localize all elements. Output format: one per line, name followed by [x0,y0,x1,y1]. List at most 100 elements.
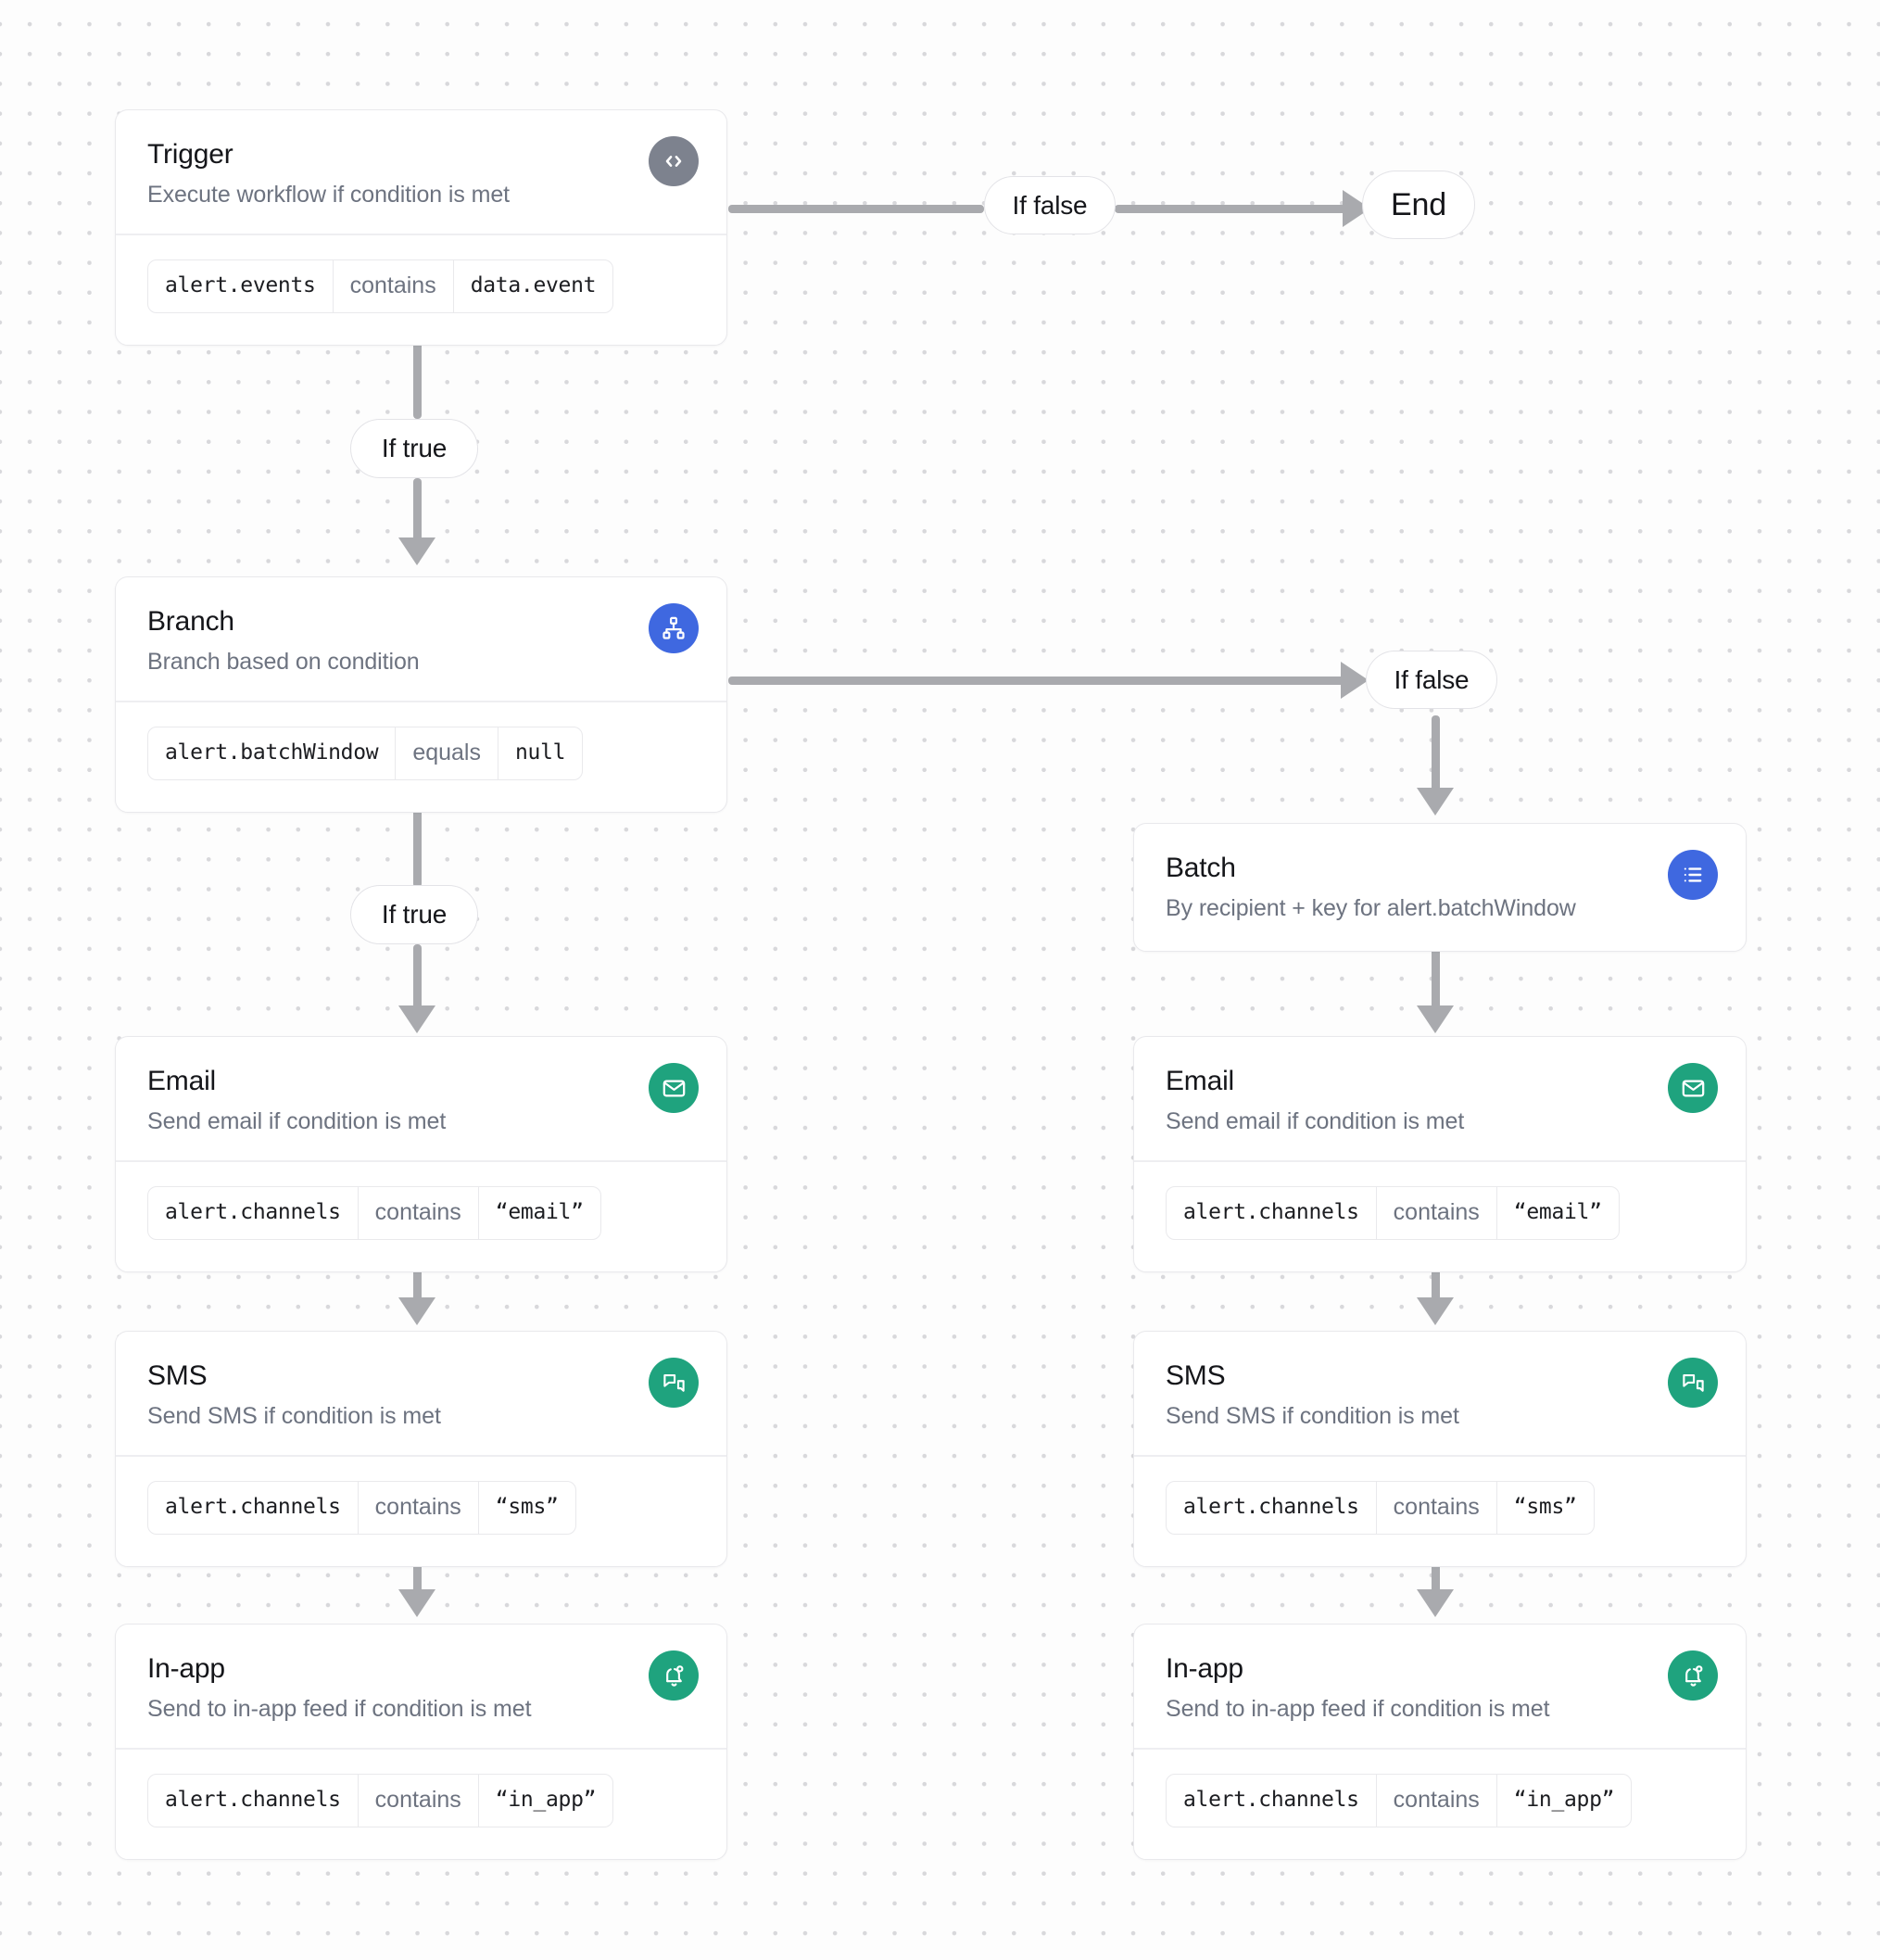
node-card-inapp-left[interactable]: In-app Send to in-app feed if condition … [115,1624,727,1860]
card-body: alert.channels contains “sms” [116,1457,726,1566]
node-card-sms-left[interactable]: SMS Send SMS if condition is met alert.c… [115,1331,727,1567]
arrowhead-to-email-left [398,1005,435,1033]
condition-chip-inapp-left[interactable]: alert.channels contains “in_app” [147,1773,614,1827]
card-divider [116,1160,726,1162]
edge-email-to-sms-left [413,1233,422,1311]
edge-label-text: If false [1012,190,1088,220]
card-title: SMS [1166,1360,1226,1391]
chat-bubbles-icon [649,1358,699,1408]
condition-field: alert.events [165,273,316,298]
card-header: Email Send email if condition is met [1134,1037,1746,1160]
edge-label-text: If true [381,434,448,462]
card-body: alert.channels contains “email” [116,1162,726,1271]
node-card-batch[interactable]: Batch By recipient + key for alert.batch… [1133,823,1747,953]
arrowhead-inapp-right [1417,1589,1454,1617]
node-card-branch[interactable]: Branch Branch based on condition alert.b… [115,576,727,813]
code-brackets-icon [649,136,699,186]
condition-operator: contains [357,1186,479,1239]
card-title: SMS [147,1360,208,1391]
arrowhead-to-email-right [1417,1005,1454,1033]
condition-operator: contains [1375,1774,1497,1827]
card-divider [116,234,726,235]
edge-iftrue-to-branch [413,478,422,552]
edge-label-text: If true [381,900,448,929]
card-divider [1134,1455,1746,1457]
edge-branch-to-iffalse [728,677,1346,685]
card-header: Branch Branch based on condition [116,577,726,701]
condition-chip-branch[interactable]: alert.batchWindow equals null [147,726,584,780]
condition-chip-trigger[interactable]: alert.events contains data.event [147,259,614,313]
condition-field: alert.channels [1183,1788,1359,1813]
card-title: Batch [1166,853,1236,883]
card-subtitle: Send SMS if condition is met [147,1403,441,1429]
node-card-email-left[interactable]: Email Send email if condition is met ale… [115,1036,727,1272]
card-divider [1134,1748,1746,1750]
card-subtitle: Send to in-app feed if condition is met [147,1696,532,1722]
arrowhead-sms-left [398,1297,435,1325]
condition-field: alert.channels [165,1788,341,1813]
condition-value: “email” [495,1200,584,1225]
envelope-icon [649,1063,699,1113]
bell-ring-icon [1668,1650,1718,1701]
condition-chip-inapp-right[interactable]: alert.channels contains “in_app” [1166,1773,1633,1827]
card-subtitle: Branch based on condition [147,649,420,675]
node-card-sms-right[interactable]: SMS Send SMS if condition is met alert.c… [1133,1331,1747,1567]
node-card-email-right[interactable]: Email Send email if condition is met ale… [1133,1036,1747,1272]
edge-trigger-to-iftrue [413,312,422,419]
condition-value: “in_app” [495,1788,597,1813]
edge-batch-to-email [1432,927,1440,1018]
card-subtitle: Send email if condition is met [1166,1108,1465,1134]
condition-value: data.event [470,273,597,298]
edge-email-to-sms-right [1432,1233,1440,1311]
condition-operator: contains [332,259,454,312]
condition-chip-email-right[interactable]: alert.channels contains “email” [1166,1185,1620,1240]
condition-chip-email-left[interactable]: alert.channels contains “email” [147,1185,601,1240]
condition-field: alert.channels [165,1200,341,1225]
condition-chip-sms-left[interactable]: alert.channels contains “sms” [147,1480,576,1535]
sitemap-icon [649,603,699,653]
condition-value: “sms” [1513,1495,1577,1520]
end-node[interactable]: End [1362,171,1475,239]
condition-chip-sms-right[interactable]: alert.channels contains “sms” [1166,1480,1595,1535]
card-header: Trigger Execute workflow if condition is… [116,110,726,234]
condition-field: alert.channels [1183,1495,1359,1520]
card-subtitle: Send to in-app feed if condition is met [1166,1696,1550,1722]
edge-label-trigger-if-false[interactable]: If false [984,176,1116,234]
edge-label-text: If false [1394,664,1470,694]
bell-ring-icon [649,1650,699,1701]
edge-iftrue-to-email [413,944,422,1020]
card-header: Email Send email if condition is met [116,1037,726,1160]
arrowhead-branch-iffalse [1341,662,1369,699]
edge-label-branch-if-false[interactable]: If false [1366,651,1497,709]
node-card-inapp-right[interactable]: In-app Send to in-app feed if condition … [1133,1624,1747,1860]
card-header: SMS Send SMS if condition is met [116,1332,726,1455]
condition-value: “sms” [495,1495,559,1520]
condition-operator: equals [395,727,498,779]
card-subtitle: Send email if condition is met [147,1108,447,1134]
card-divider [116,1455,726,1457]
card-divider [116,701,726,702]
node-card-trigger[interactable]: Trigger Execute workflow if condition is… [115,109,727,346]
edge-branch-to-iftrue [413,778,422,888]
card-body: alert.batchWindow equals null [116,702,726,812]
list-icon [1668,850,1718,900]
condition-value: “email” [1513,1200,1602,1225]
end-node-label: End [1391,186,1446,222]
card-divider [1134,1160,1746,1162]
arrowhead-sms-right [1417,1297,1454,1325]
chat-bubbles-icon [1668,1358,1718,1408]
edge-iffalse-to-end [1115,205,1348,213]
condition-operator: contains [357,1774,479,1827]
card-title: Email [147,1066,217,1096]
edge-trigger-to-iffalse [728,205,984,213]
edge-label-branch-if-true[interactable]: If true [350,885,478,944]
card-header: In-app Send to in-app feed if condition … [1134,1625,1746,1748]
condition-value: null [514,740,566,765]
card-subtitle: Execute workflow if condition is met [147,182,511,208]
card-title: In-app [1166,1653,1243,1684]
edge-label-trigger-if-true[interactable]: If true [350,419,478,478]
card-divider [116,1748,726,1750]
card-subtitle: Send SMS if condition is met [1166,1403,1459,1429]
card-title: Branch [147,606,234,637]
